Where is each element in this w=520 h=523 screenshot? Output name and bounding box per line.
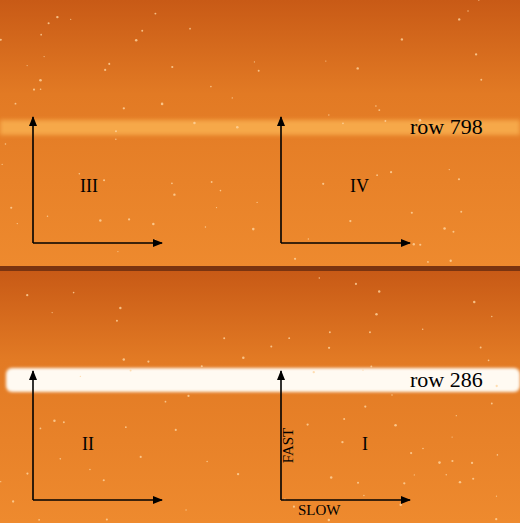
lower-half [0, 271, 520, 523]
readout-arrows [33, 117, 410, 500]
quadrant-label: I [362, 435, 368, 453]
quadrant-label: IV [350, 177, 369, 195]
row-label: row 798 [410, 116, 483, 138]
axis-label: SLOW [298, 503, 341, 518]
divider [0, 266, 520, 271]
upper-half [0, 0, 520, 268]
bright-row-band [6, 368, 520, 392]
row-label: row 286 [410, 369, 483, 391]
quadrant-label: II [82, 435, 94, 453]
noise [0, 0, 498, 521]
quadrant-label: III [80, 177, 98, 195]
axis-label: FAST [281, 427, 296, 463]
